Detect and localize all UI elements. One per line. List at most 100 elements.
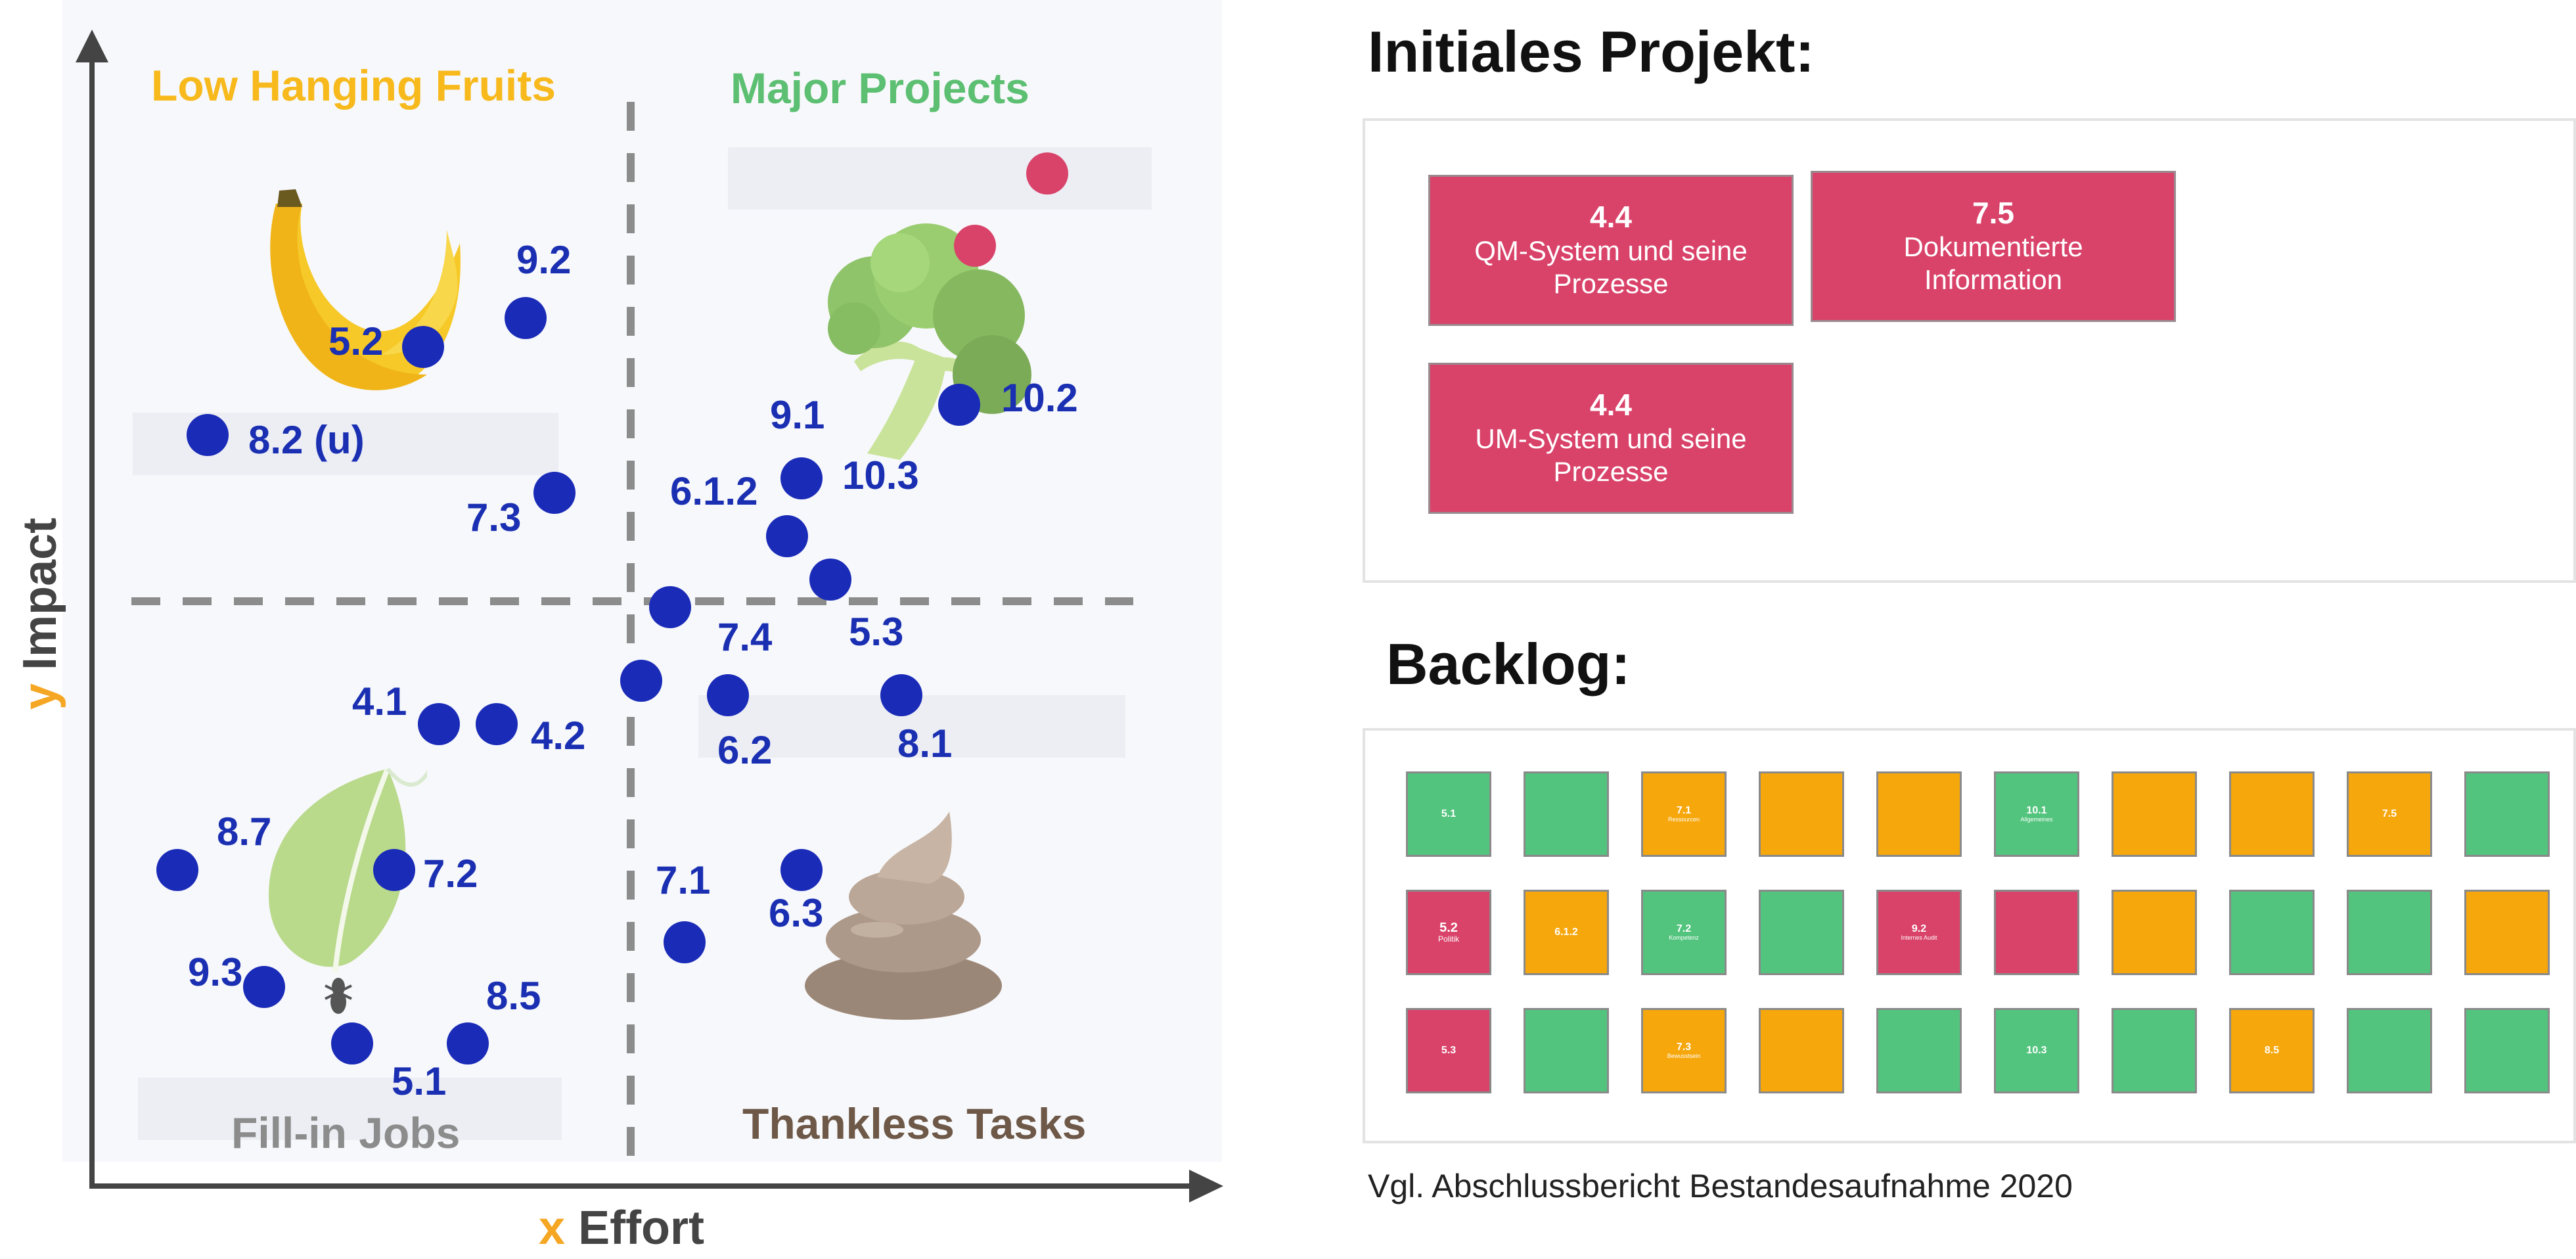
backlog-tile[interactable] bbox=[2229, 771, 2315, 857]
quadrant-title-fill-in-jobs: Fill-in Jobs bbox=[231, 1109, 461, 1157]
project-card[interactable]: 4.4 UM-System und seine Prozesse bbox=[1428, 363, 1794, 514]
point-label: 8.2 (u) bbox=[248, 418, 365, 462]
backlog-tile[interactable] bbox=[2464, 890, 2550, 975]
project-card-number: 4.4 bbox=[1590, 388, 1632, 423]
backlog-tile-text: Bewusstsein bbox=[1667, 1052, 1701, 1059]
matrix-point-4-2[interactable] bbox=[476, 703, 518, 745]
x-axis-prefix: x bbox=[539, 1202, 566, 1254]
y-axis-arrow bbox=[76, 30, 108, 62]
broccoli-icon bbox=[828, 223, 1031, 460]
backlog-tile[interactable] bbox=[2347, 890, 2432, 975]
backlog-tile-number: 5.3 bbox=[1441, 1045, 1457, 1057]
matrix-point-6-2[interactable] bbox=[707, 674, 749, 716]
matrix-point-7-3[interactable] bbox=[533, 472, 576, 514]
backlog-tile[interactable] bbox=[1994, 890, 2079, 975]
matrix-point-5-1[interactable] bbox=[331, 1022, 373, 1064]
backlog-tile-number: 7.1 bbox=[1676, 805, 1692, 817]
matrix-point-9-3[interactable] bbox=[243, 966, 285, 1008]
poop-icon bbox=[805, 812, 1002, 1020]
backlog-tile[interactable] bbox=[2112, 1008, 2197, 1093]
point-label: 6.3 bbox=[769, 891, 824, 935]
point-label: 6.1.2 bbox=[670, 469, 758, 513]
backlog-tile[interactable] bbox=[1876, 771, 1962, 857]
backlog-tile[interactable] bbox=[1524, 1008, 1609, 1093]
backlog-tile[interactable] bbox=[1876, 1008, 1962, 1093]
project-card[interactable]: 4.4 QM-System und seine Prozesse bbox=[1428, 175, 1794, 326]
project-card-text: Information bbox=[1924, 264, 2063, 296]
point-label: 10.3 bbox=[842, 453, 919, 497]
matrix-point-red[interactable] bbox=[954, 225, 996, 267]
project-card[interactable]: 7.5 Dokumentierte Information bbox=[1811, 171, 2176, 322]
point-label: 9.2 bbox=[516, 238, 572, 282]
point-label: 7.1 bbox=[656, 858, 711, 902]
backlog-tile[interactable] bbox=[1759, 890, 1844, 975]
point-label: 9.3 bbox=[188, 950, 243, 994]
matrix-point-10-3[interactable] bbox=[780, 457, 823, 499]
matrix-point-8-7[interactable] bbox=[156, 849, 198, 891]
backlog-tile[interactable]: 10.3 bbox=[1994, 1008, 2079, 1093]
banana-icon bbox=[270, 189, 461, 390]
point-label: 4.2 bbox=[531, 714, 586, 758]
point-label: 4.1 bbox=[352, 679, 407, 723]
backlog-tile[interactable] bbox=[2464, 1008, 2550, 1093]
point-label: 8.5 bbox=[486, 974, 541, 1018]
backlog-tile[interactable]: 6.1.2 bbox=[1524, 890, 1609, 975]
matrix-point-8-5[interactable] bbox=[447, 1022, 489, 1064]
footnote: Vgl. Abschlussbericht Bestandesaufnahme … bbox=[1368, 1168, 2073, 1204]
backlog-tile[interactable]: 5.1 bbox=[1406, 771, 1491, 857]
matrix-point-8-2[interactable] bbox=[187, 414, 229, 456]
x-axis-title: x Effort bbox=[539, 1201, 704, 1255]
backlog-tile-text: Allgemeines bbox=[2020, 815, 2053, 823]
matrix-point-7-1[interactable] bbox=[664, 921, 706, 963]
matrix-point-red[interactable] bbox=[1026, 152, 1068, 195]
backlog-title: Backlog: bbox=[1386, 631, 1631, 697]
point-label: 6.2 bbox=[717, 728, 773, 772]
project-card-text: UM-System und seine bbox=[1475, 423, 1747, 455]
backlog-tile[interactable] bbox=[2347, 1008, 2432, 1093]
y-axis-label: Impact bbox=[14, 517, 66, 670]
point-label: 7.2 bbox=[423, 852, 478, 896]
point-label: 9.1 bbox=[770, 393, 825, 437]
initial-project-title: Initiales Projekt: bbox=[1368, 19, 1815, 84]
matrix-point-7-4[interactable] bbox=[649, 586, 691, 628]
point-label: 8.7 bbox=[217, 810, 272, 854]
x-axis-label: Effort bbox=[578, 1202, 705, 1254]
backlog-tile[interactable] bbox=[2229, 890, 2315, 975]
x-axis-arrow bbox=[1189, 1170, 1223, 1202]
backlog-tile-number: 5.1 bbox=[1441, 808, 1457, 820]
backlog-tile-number: 7.5 bbox=[2382, 808, 2397, 820]
matrix-point-8-1[interactable] bbox=[880, 674, 922, 716]
y-axis-title: y Impact bbox=[13, 518, 67, 710]
backlog-tile[interactable]: 8.5 bbox=[2229, 1008, 2315, 1093]
matrix-point-5-3[interactable] bbox=[809, 559, 851, 601]
matrix-point-7-2[interactable] bbox=[373, 849, 415, 891]
matrix-point-4-1[interactable] bbox=[418, 703, 460, 745]
label-strip bbox=[138, 1078, 562, 1140]
matrix-point[interactable] bbox=[620, 660, 662, 702]
backlog-tile[interactable] bbox=[2464, 771, 2550, 857]
matrix-point-10-2[interactable] bbox=[938, 384, 980, 426]
point-label: 5.1 bbox=[392, 1059, 447, 1103]
backlog-tile-number: 10.1 bbox=[2026, 805, 2047, 817]
backlog-tile[interactable]: 7.5 bbox=[2347, 771, 2432, 857]
backlog-tile[interactable] bbox=[1759, 1008, 1844, 1093]
backlog-tile-number: 7.2 bbox=[1676, 923, 1692, 935]
backlog-tile[interactable] bbox=[1524, 771, 1609, 857]
backlog-tile-number: 8.5 bbox=[2264, 1045, 2280, 1057]
backlog-tile[interactable] bbox=[1759, 771, 1844, 857]
backlog-tile[interactable] bbox=[2112, 890, 2197, 975]
backlog-tile[interactable]: 5.3 bbox=[1406, 1008, 1491, 1093]
matrix-point-6-3[interactable] bbox=[780, 849, 823, 891]
backlog-tile-number: 7.3 bbox=[1676, 1042, 1692, 1053]
backlog-tile[interactable] bbox=[2112, 771, 2197, 857]
matrix-point-9-2[interactable] bbox=[505, 297, 547, 339]
matrix-point-5-2[interactable] bbox=[402, 326, 444, 368]
matrix-point-6-1-2[interactable] bbox=[766, 515, 808, 557]
